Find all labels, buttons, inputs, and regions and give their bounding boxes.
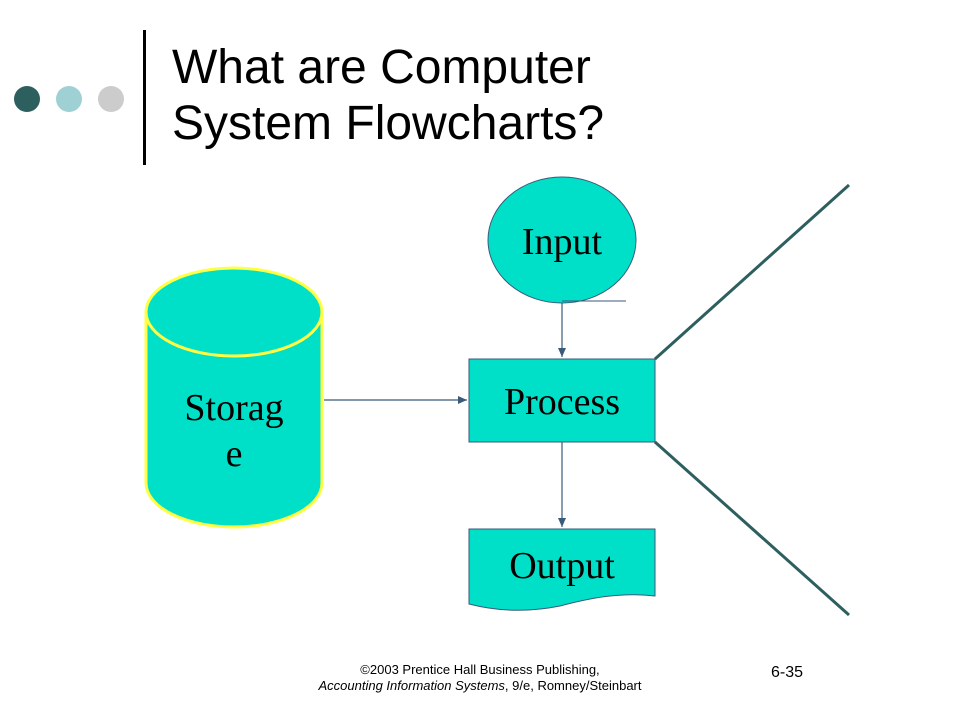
storage-cylinder: Storag e bbox=[144, 266, 324, 529]
output-label: Output bbox=[509, 545, 615, 587]
output-shape bbox=[468, 528, 656, 611]
storage-body bbox=[144, 312, 324, 529]
process-label: Process bbox=[504, 381, 620, 423]
decorative-dots bbox=[14, 86, 124, 114]
bracket-line-upper bbox=[653, 183, 851, 361]
input-label: Input bbox=[522, 221, 603, 263]
dot-gray bbox=[98, 86, 124, 112]
process-box: Process bbox=[468, 358, 656, 443]
page-number: 6-35 bbox=[771, 664, 804, 681]
dot-teal bbox=[56, 86, 82, 112]
footer-edition: , 9/e, Romney/Steinbart bbox=[504, 678, 642, 693]
footer-line2: Accounting Information Systems, 9/e, Rom… bbox=[300, 678, 660, 694]
storage-label-line2: e bbox=[226, 433, 243, 475]
slide-title: What are Computer System Flowcharts? bbox=[172, 40, 604, 152]
title-divider bbox=[143, 30, 146, 165]
slide-title-line2: System Flowcharts? bbox=[172, 97, 605, 150]
footer-line1: ©2003 Prentice Hall Business Publishing, bbox=[360, 662, 600, 677]
input-oval: Input bbox=[487, 176, 637, 304]
bracket-line-lower bbox=[654, 440, 850, 617]
output-document: Output bbox=[468, 528, 656, 611]
footer-book-title: Accounting Information Systems bbox=[318, 678, 505, 693]
storage-label-line1: Storag bbox=[184, 387, 283, 429]
storage-top bbox=[144, 266, 324, 358]
slide-title-line1: What are Computer bbox=[172, 41, 591, 94]
slide-footer: ©2003 Prentice Hall Business Publishing,… bbox=[300, 662, 660, 694]
dot-dark bbox=[14, 86, 40, 112]
